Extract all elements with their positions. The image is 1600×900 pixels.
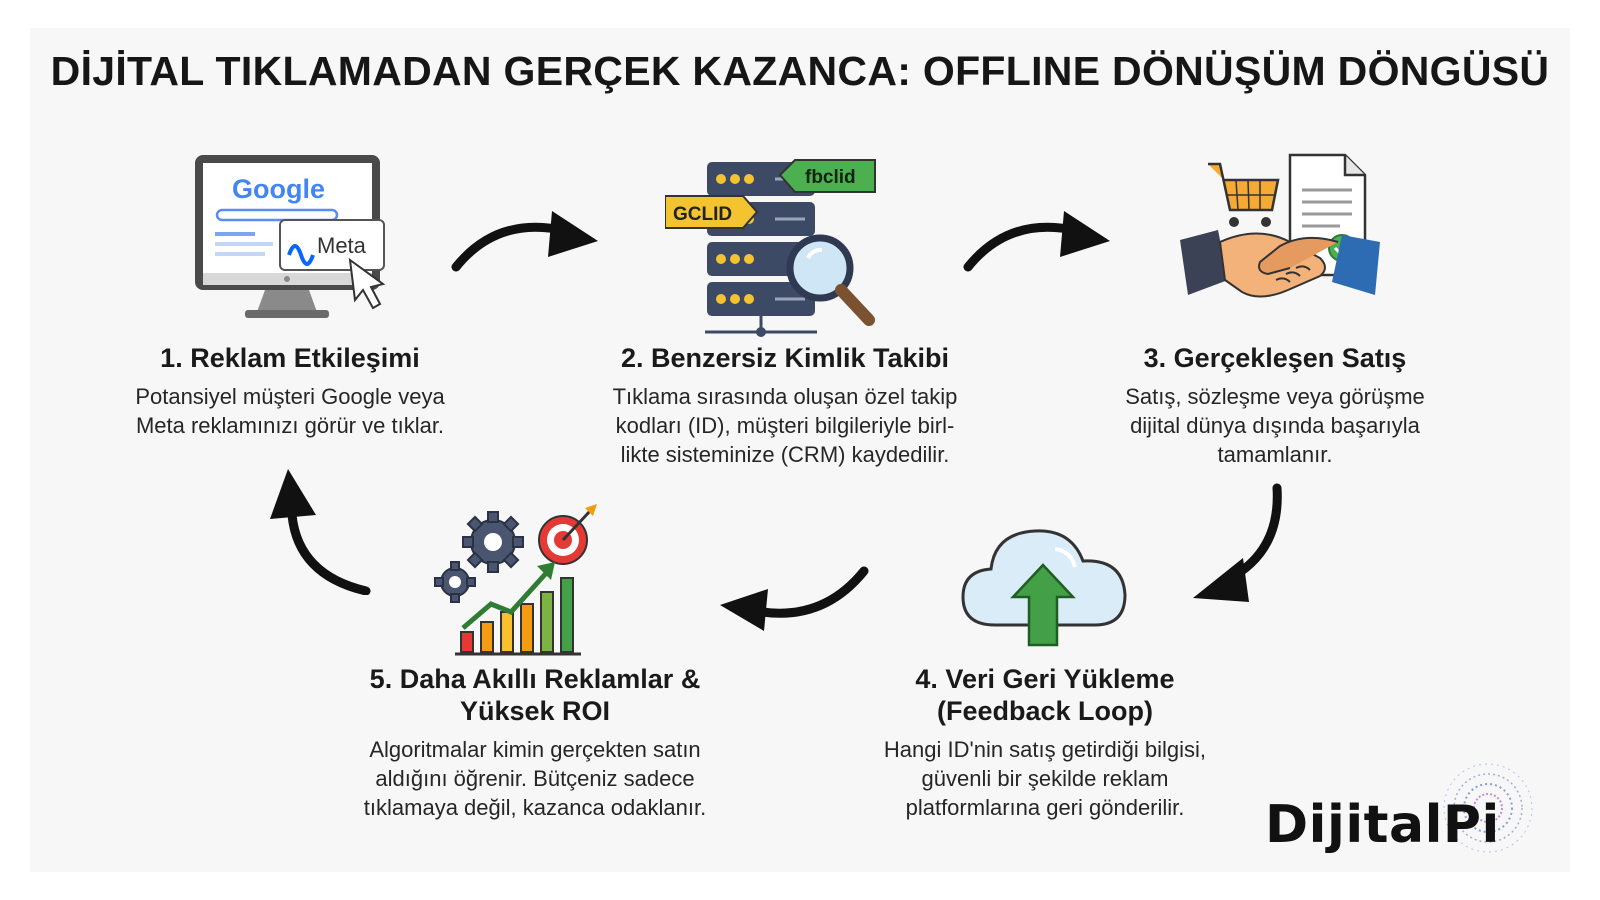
- step-3-heading: 3. Gerçekleşen Satış: [1143, 343, 1407, 373]
- step-4: 4. Veri Geri Yükleme (Feedback Loop) Han…: [855, 510, 1235, 830]
- server-magnifier-icon: GCLID fbclid: [665, 159, 876, 337]
- step-3: 3. Gerçekleşen Satış Satış, sözleşme vey…: [1095, 145, 1455, 475]
- step-2: GCLID fbclid 2. Benzersiz Kimlik Takibi …: [585, 145, 985, 475]
- arrow-step1-to-step2: [451, 211, 598, 272]
- gclid-tag-label: GCLID: [673, 204, 732, 225]
- arrow-step4-to-step5: [720, 566, 869, 631]
- step-4-description: Hangi ID'nin satış getirdiği bilgisi, gü…: [883, 737, 1207, 820]
- google-logo-text: Google: [232, 174, 325, 204]
- step-1: Google Meta 1. Reklam Etkileşimi Potansi…: [100, 145, 480, 455]
- page-title: DİJİTAL TIKLAMADAN GERÇEK KAZANCA: OFFLI…: [50, 48, 1550, 94]
- step-4-heading: 4. Veri Geri Yükleme (Feedback Loop): [915, 664, 1175, 726]
- meta-logo-text: Meta: [317, 233, 367, 258]
- arrow-step2-to-step3: [963, 211, 1110, 272]
- fbclid-tag-label: fbclid: [805, 167, 856, 188]
- brand-logo-text: DijitalPi: [1265, 795, 1500, 855]
- arrow-step5-to-step1: [270, 469, 371, 595]
- step-3-description: Satış, sözleşme veya görüşme dijital dün…: [1125, 384, 1425, 467]
- dijitalpi-logo-mark: [1443, 763, 1533, 853]
- handshake-cart-contract-icon: [1180, 153, 1380, 298]
- step-2-heading: 2. Benzersiz Kimlik Takibi: [620, 343, 950, 373]
- step-5: 5. Daha Akıllı Reklamlar & Yüksek ROI Al…: [335, 495, 735, 830]
- step-1-description: Potansiyel müşteri Google veya Meta rekl…: [135, 384, 445, 438]
- svg-text:Google: Google: [232, 174, 325, 204]
- arrow-step3-to-step4: [1193, 483, 1282, 602]
- cloud-upload-icon: [961, 529, 1127, 647]
- step-1-heading: 1. Reklam Etkileşimi: [160, 343, 420, 373]
- step-2-description: Tıklama sırasında oluşan özel takip kodl…: [612, 384, 958, 467]
- step-5-heading: 5. Daha Akıllı Reklamlar & Yüksek ROI: [369, 664, 701, 726]
- monitor-google-meta-click-icon: Google Meta: [195, 155, 386, 318]
- gears-growth-chart-target-icon: [434, 504, 597, 656]
- step-5-description: Algoritmalar kimin gerçekten satın aldığ…: [363, 737, 707, 820]
